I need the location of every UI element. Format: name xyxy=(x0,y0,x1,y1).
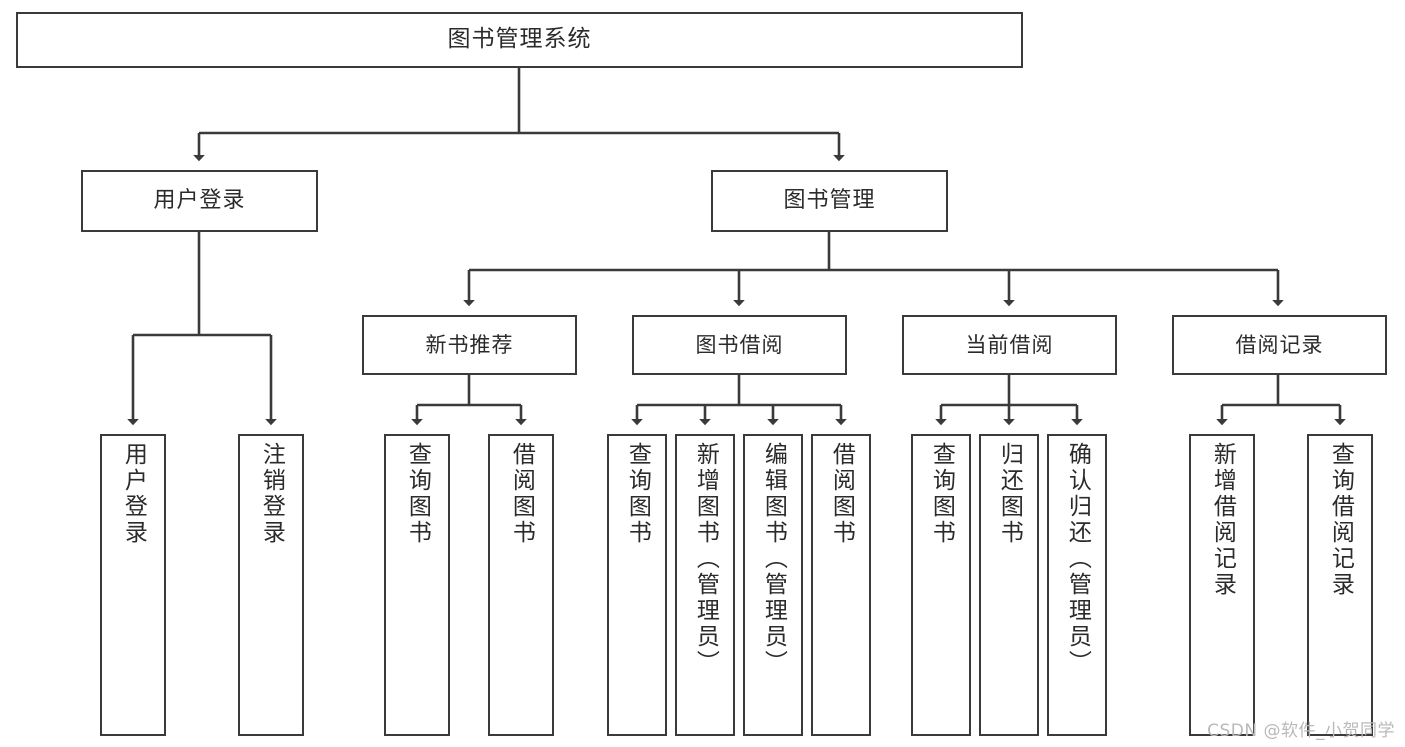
node-label: 查询图书 xyxy=(404,442,431,546)
node-label: 借阅图书 xyxy=(828,442,855,546)
leaf-borrow-book-1[interactable]: 借阅图书 xyxy=(488,434,554,736)
node-label: 借阅图书 xyxy=(508,442,535,546)
leaf-query-book-2[interactable]: 查询图书 xyxy=(607,434,667,736)
node-label: 查询图书 xyxy=(624,442,651,546)
leaf-query-book-1[interactable]: 查询图书 xyxy=(384,434,450,736)
leaf-add-record[interactable]: 新增借阅记录 xyxy=(1189,434,1255,736)
node-label: 归还图书 xyxy=(996,442,1023,546)
node-label: 新增图书（管理员） xyxy=(692,442,719,676)
node-label: 查询借阅记录 xyxy=(1327,442,1354,598)
leaf-query-book-3[interactable]: 查询图书 xyxy=(911,434,971,736)
node-label: 确认归还（管理员） xyxy=(1064,442,1091,676)
node-label: 当前借阅 xyxy=(965,332,1054,357)
node-book-manage[interactable]: 图书管理 xyxy=(711,170,948,232)
node-label: 用户登录 xyxy=(153,188,246,214)
node-label: 查询图书 xyxy=(928,442,955,546)
node-new-book-recommend[interactable]: 新书推荐 xyxy=(362,315,577,375)
node-book-borrow[interactable]: 图书借阅 xyxy=(632,315,847,375)
leaf-add-book[interactable]: 新增图书（管理员） xyxy=(675,434,735,736)
node-label: 注销登录 xyxy=(258,442,285,546)
leaf-user-login[interactable]: 用户登录 xyxy=(100,434,166,736)
node-label: 图书借阅 xyxy=(695,332,784,357)
node-label: 新书推荐 xyxy=(425,332,514,357)
node-root-system[interactable]: 图书管理系统 xyxy=(16,12,1023,68)
node-borrow-record[interactable]: 借阅记录 xyxy=(1172,315,1387,375)
node-label: 新增借阅记录 xyxy=(1209,442,1236,598)
leaf-logout-login[interactable]: 注销登录 xyxy=(238,434,304,736)
node-current-borrow[interactable]: 当前借阅 xyxy=(902,315,1117,375)
node-label: 编辑图书（管理员） xyxy=(760,442,787,676)
node-user-login[interactable]: 用户登录 xyxy=(81,170,318,232)
leaf-confirm-return[interactable]: 确认归还（管理员） xyxy=(1047,434,1107,736)
leaf-return-book[interactable]: 归还图书 xyxy=(979,434,1039,736)
watermark-text: CSDN @软件_小贺同学 xyxy=(1207,721,1395,741)
leaf-query-record[interactable]: 查询借阅记录 xyxy=(1307,434,1373,736)
leaf-borrow-book-2[interactable]: 借阅图书 xyxy=(811,434,871,736)
leaf-edit-book[interactable]: 编辑图书（管理员） xyxy=(743,434,803,736)
node-label: 图书管理系统 xyxy=(447,26,592,53)
node-label: 用户登录 xyxy=(120,442,147,546)
node-label: 图书管理 xyxy=(783,188,876,214)
node-label: 借阅记录 xyxy=(1235,332,1324,357)
